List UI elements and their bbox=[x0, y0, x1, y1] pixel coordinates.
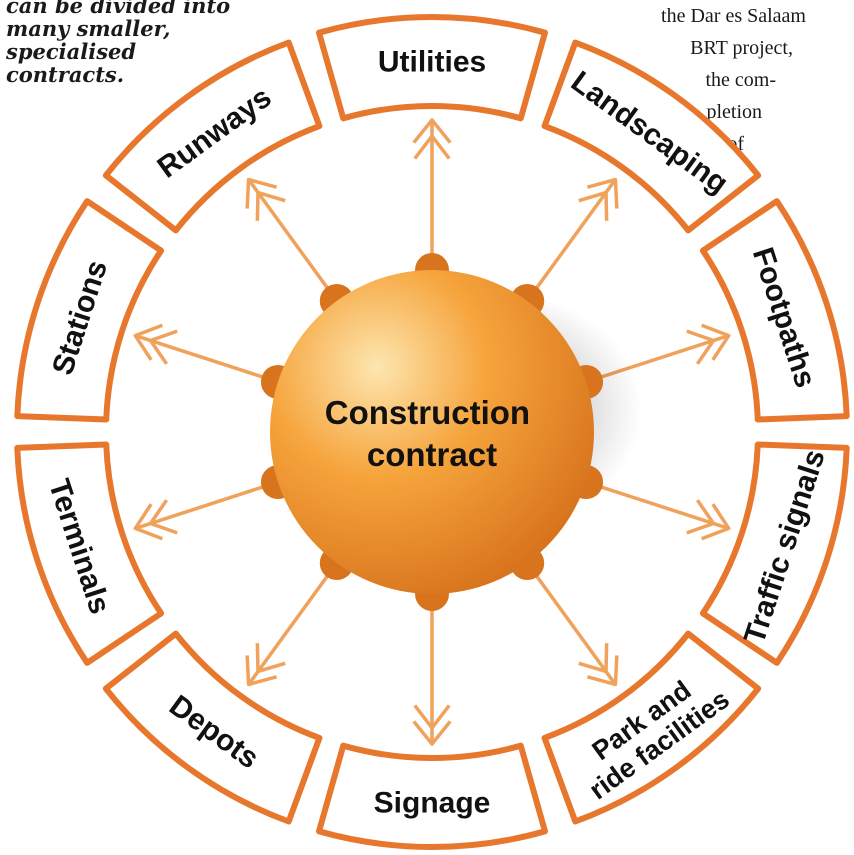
arrow-shaft bbox=[134, 482, 273, 531]
segment-box bbox=[14, 198, 165, 423]
segment-label: Signage bbox=[374, 787, 491, 820]
segment-box bbox=[316, 14, 548, 122]
right-body-text: the Dar es Salaam BRT project, the com- … bbox=[548, 0, 848, 160]
arrow-head bbox=[412, 720, 452, 746]
segment-label-line: Utilities bbox=[378, 46, 486, 79]
arrow-head bbox=[245, 177, 278, 209]
segment-box bbox=[102, 630, 323, 825]
arrow-head bbox=[586, 177, 619, 209]
arrow-head bbox=[413, 134, 451, 160]
segment-box bbox=[14, 441, 165, 666]
right-text-line: BRT project, bbox=[690, 37, 793, 59]
arrow-head bbox=[686, 329, 716, 365]
arrow-head bbox=[133, 323, 163, 361]
arrows-layer bbox=[133, 118, 731, 746]
right-text-line: the Dar es Salaam bbox=[661, 5, 806, 27]
left-caption-line: contracts. bbox=[6, 62, 125, 87]
arrow-head bbox=[255, 643, 286, 674]
arrow-head bbox=[148, 499, 178, 535]
arrow-head bbox=[412, 118, 452, 144]
arrow-shaft bbox=[529, 566, 617, 686]
arrow-head bbox=[133, 503, 163, 541]
segment-label: Utilities bbox=[378, 46, 486, 79]
right-text-line: the com- bbox=[705, 69, 776, 91]
arrow-shaft bbox=[247, 566, 335, 686]
left-caption-line: many smaller, bbox=[6, 16, 171, 41]
arrow-shaft bbox=[591, 482, 730, 531]
segment-box bbox=[316, 742, 548, 850]
center-label: Construction contract bbox=[325, 394, 540, 473]
segments-layer bbox=[14, 14, 850, 850]
arrow-head bbox=[578, 190, 609, 221]
arrow-shaft bbox=[134, 333, 273, 382]
center-sphere bbox=[270, 270, 594, 594]
segment-box bbox=[699, 441, 850, 666]
segment-box bbox=[541, 630, 762, 825]
segment-box bbox=[541, 39, 762, 234]
segment-label-line: Signage bbox=[374, 787, 491, 820]
arrow-head bbox=[578, 643, 609, 674]
arrow-head bbox=[701, 323, 731, 361]
arrow-shaft bbox=[247, 178, 335, 298]
right-text-line: pletion bbox=[706, 101, 762, 123]
arrow-head bbox=[586, 655, 619, 687]
arrow-head bbox=[413, 704, 451, 730]
center-label-line: Construction bbox=[325, 394, 530, 431]
segment-box bbox=[699, 198, 850, 423]
arrow-head bbox=[686, 499, 716, 535]
arrow-head bbox=[148, 329, 178, 365]
left-caption: can be divided into many smaller, specia… bbox=[6, 0, 256, 86]
left-caption-line: can be divided into bbox=[6, 0, 231, 18]
arrow-head bbox=[701, 503, 731, 541]
left-caption-line: specialised bbox=[6, 39, 137, 64]
arrow-head bbox=[255, 190, 286, 221]
center-label-line: contract bbox=[367, 436, 497, 473]
arrow-shaft bbox=[529, 178, 617, 298]
segment-box bbox=[102, 39, 323, 234]
arrow-head bbox=[245, 655, 278, 687]
